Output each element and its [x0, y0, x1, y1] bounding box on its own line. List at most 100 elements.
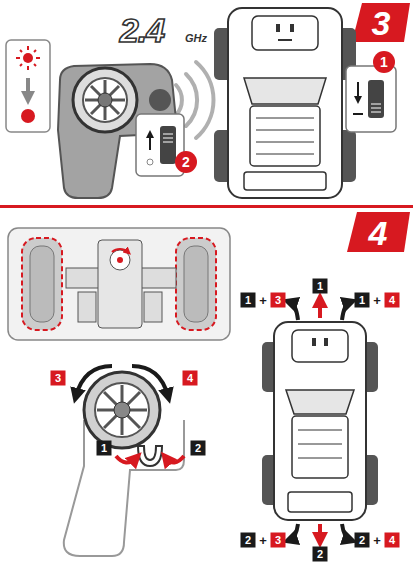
direction-arrow	[342, 524, 350, 540]
signal-waves	[196, 62, 214, 138]
steering-inset	[144, 292, 162, 322]
plus-sign: +	[373, 534, 381, 547]
power-switch	[163, 134, 173, 135]
led-indicator	[27, 46, 29, 50]
steering-inset	[117, 257, 123, 263]
callout-number: 1	[313, 279, 328, 294]
car-top-view	[298, 444, 342, 445]
car-top-view	[292, 330, 348, 362]
steering-inset	[112, 249, 128, 252]
steering-inset	[110, 250, 130, 270]
car-top-view	[256, 142, 314, 143]
transmitter	[95, 383, 149, 437]
transmitter	[97, 385, 147, 435]
transmitter	[104, 392, 140, 428]
step-number: 4	[369, 216, 388, 250]
callout-number: 1	[373, 51, 395, 73]
car-top-view	[252, 16, 318, 50]
callout-number: 2	[241, 533, 256, 548]
car-top-view	[250, 106, 320, 166]
direction-arrow	[290, 300, 350, 540]
steering-inset	[184, 246, 208, 322]
direction-arrow	[342, 302, 350, 320]
transmitter	[104, 392, 140, 428]
power-switch	[371, 108, 381, 109]
direction-arrow	[76, 366, 112, 396]
power-switch	[147, 159, 153, 165]
power-switch	[368, 80, 384, 118]
signal-waves	[186, 74, 197, 126]
callout-number: 1	[355, 293, 370, 308]
steering-inset	[176, 238, 216, 330]
transmitter	[84, 372, 160, 448]
logo-text: 2.4	[120, 13, 164, 47]
power-switch	[163, 138, 173, 139]
transmitter	[114, 402, 130, 418]
plus-sign: +	[259, 294, 267, 307]
steering-inset	[8, 228, 230, 340]
callout-number: 4	[183, 371, 198, 386]
signal-waves	[176, 85, 182, 115]
led-indicator	[34, 64, 36, 66]
led-indicator	[23, 53, 33, 63]
power-switch	[160, 126, 176, 164]
plus-sign: +	[259, 534, 267, 547]
steering-inset	[30, 246, 54, 322]
callout-number: 2	[175, 151, 197, 173]
power-switch	[371, 104, 381, 105]
car-top-view	[244, 172, 326, 190]
step-badge	[347, 212, 410, 252]
transmitter	[98, 93, 112, 107]
direction-arrow	[318, 300, 322, 318]
transmitter	[91, 86, 119, 114]
steering-inset	[8, 228, 230, 340]
direction-arrow	[116, 456, 136, 463]
led-indicator	[34, 50, 36, 52]
step-badge	[352, 3, 410, 42]
car-top-view	[278, 39, 292, 41]
steering-inset	[22, 238, 62, 330]
led-indicator	[21, 109, 35, 123]
car-top-view	[298, 430, 342, 458]
step-number: 3	[372, 6, 391, 40]
plus-sign: +	[373, 294, 381, 307]
step-badge	[0, 3, 413, 252]
car-top-view	[256, 118, 314, 119]
callout-number: 4	[385, 533, 400, 548]
steering-inset	[78, 292, 96, 322]
car-top-view	[274, 322, 366, 520]
led-indicator	[27, 66, 29, 70]
car-top-view	[288, 492, 352, 512]
power-switch	[149, 134, 151, 150]
led-indicator	[36, 57, 40, 59]
led-indicator	[16, 46, 40, 70]
direction-arrow	[318, 524, 322, 540]
direction-arrow	[76, 366, 184, 463]
direction-arrow	[290, 302, 298, 320]
steering-inset	[98, 240, 142, 328]
car-top-view	[298, 430, 342, 431]
callout-number: 2	[313, 547, 328, 562]
callout-number: 2	[191, 441, 206, 456]
callout-number: 3	[271, 533, 286, 548]
car-top-view	[276, 24, 280, 32]
step-badge	[0, 205, 413, 208]
transmitter	[138, 446, 162, 466]
power-switch	[357, 82, 359, 100]
direction-arrow	[166, 456, 184, 463]
car-top-view	[256, 154, 314, 155]
direction-arrow	[132, 366, 168, 396]
transmitter	[64, 372, 184, 556]
transmitter	[85, 80, 125, 120]
car-top-view	[298, 458, 342, 459]
car-top-view	[324, 338, 328, 346]
direction-arrow	[290, 524, 298, 540]
led-indicator	[6, 40, 50, 132]
transmitter	[73, 68, 137, 132]
callout-number: 1	[97, 441, 112, 456]
callout-number: 4	[385, 293, 400, 308]
car-top-view	[286, 390, 354, 414]
car-top-view	[214, 8, 356, 198]
